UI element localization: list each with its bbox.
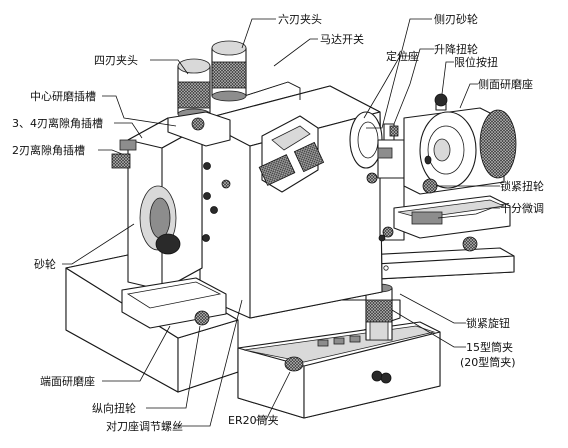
- lock-wheel-icon[interactable]: [422, 178, 438, 194]
- label-collet-15: 15型筒夹: [466, 340, 513, 354]
- drawer-knob-right-icon: [380, 372, 392, 384]
- end-face-grinding-seat: [121, 277, 227, 329]
- micrometer-rail: [382, 195, 511, 252]
- four-flute-chuck: [177, 58, 211, 120]
- label-motor-switch: 马达开关: [320, 32, 364, 46]
- left-assembly: [111, 111, 231, 291]
- limit-button[interactable]: [434, 93, 448, 111]
- label-er20-collet: ER20筒夹: [228, 413, 279, 427]
- center-clamp: [258, 115, 325, 193]
- label-longitudinal-knob: 纵向扭轮: [92, 401, 136, 415]
- label-four-flute-chuck: 四刃夹头: [94, 54, 138, 67]
- lift-knob-icon[interactable]: [389, 125, 399, 137]
- label-six-flute-chuck: 六刃夹头: [278, 13, 322, 26]
- lock-knob-icon[interactable]: [382, 226, 394, 238]
- label-positioning-seat: 定位座: [386, 49, 419, 63]
- label-micrometer: 千分微调: [500, 201, 544, 215]
- label-end-face-grinding-seat: 端面研磨座: [40, 374, 95, 388]
- label-lift-knob: 升降扭轮: [434, 42, 478, 56]
- label-flute-2-clearance-slot: 2刃离隙角插槽: [12, 143, 85, 157]
- collet-15: [365, 283, 393, 341]
- side-edge-wheel: [349, 111, 383, 169]
- label-tool-seat-adjust-screw: 对刀座调节螺丝: [106, 419, 183, 433]
- label-collet-20: (20型筒夹): [460, 355, 516, 369]
- er20-collet-icon: [284, 356, 304, 372]
- side-grinding-seat: [403, 107, 517, 195]
- label-side-edge-wheel: 侧刃砂轮: [434, 12, 478, 26]
- micrometer-icon[interactable]: [462, 236, 478, 252]
- label-side-grinding-seat: 侧面研磨座: [478, 77, 533, 91]
- six-flute-chuck: [211, 40, 247, 102]
- label-lock-knob: 锁紧旋钮: [466, 316, 510, 330]
- label-limit-button: 限位按扭: [454, 55, 498, 69]
- label-center-grinding-slot: 中心研磨插槽: [30, 89, 96, 103]
- leader-lines: [62, 18, 500, 427]
- motor-switch[interactable]: [231, 81, 301, 101]
- label-lock-wheel: 锁紧扭轮: [500, 179, 544, 193]
- longitudinal-knob-icon[interactable]: [194, 310, 210, 326]
- label-flute-3-4-clearance-slot: 3、4刃离隙角插槽: [12, 116, 103, 130]
- drawer-knob-left-icon: [371, 370, 383, 382]
- label-grinding-wheel: 砂轮: [34, 257, 56, 271]
